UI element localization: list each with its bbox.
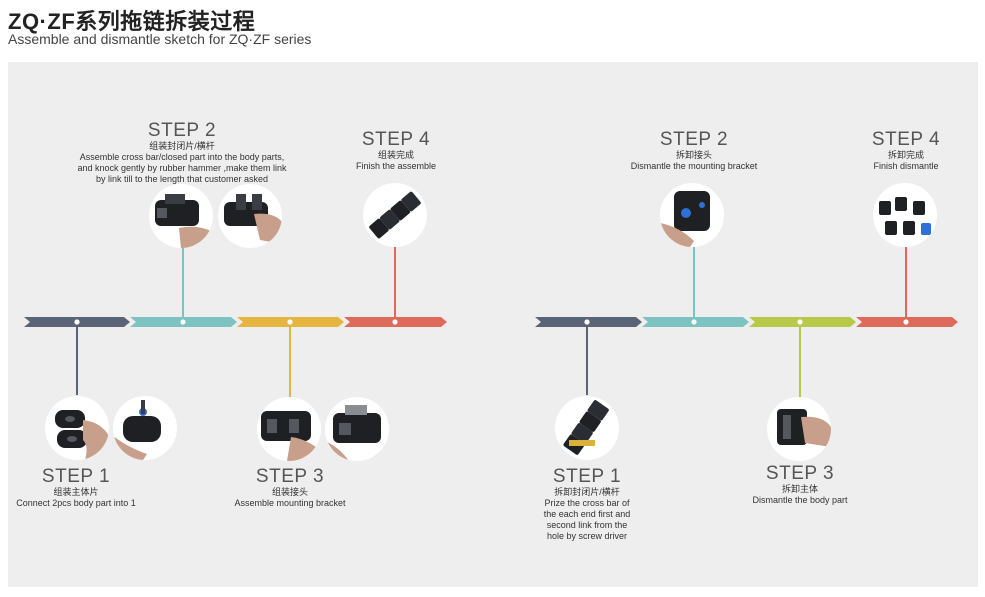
dismantle-step2-block: STEP 2 拆卸接头 Dismantle the mounting brack… [604,130,784,172]
assemble-step1-block: STEP 1 组装主体片 Connect 2pcs body part into… [6,467,146,509]
assemble-step1-photo-a [45,396,109,460]
dismantle-step2-en: Dismantle the mounting bracket [630,161,758,171]
assemble-step4-title: STEP 4 [361,129,431,150]
assemble-node-3 [287,319,293,325]
dismantle-step1-title: STEP 1 [552,466,622,487]
assemble-step3-en: Assemble mounting bracket [234,498,346,508]
assemble-step1-title: STEP 1 [41,466,111,487]
dismantle-step1-cn: 拆卸封闭片/横杆 [554,487,620,497]
dismantle-step4-block: STEP 4 拆卸完成 Finish dismantle [836,130,976,172]
assemble-step1-photo-b [113,396,177,460]
dismantle-step1-en-line1: Prize the cross bar of [544,498,630,508]
assemble-step2-photo-a [149,184,213,248]
assemble-node-1 [74,319,80,325]
dismantle-step2-title: STEP 2 [659,129,729,150]
assemble-step2-title: STEP 2 [147,120,217,141]
assemble-step4-block: STEP 4 组装完成 Finish the assemble [326,130,466,172]
dismantle-step3-photo [767,397,831,461]
dismantle-step4-en: Finish dismantle [873,161,939,171]
dismantle-step3-cn: 拆卸主体 [781,484,818,494]
dismantle-node-1 [584,319,590,325]
assemble-step2-en-line3: by link till to the length that customer… [95,174,269,184]
assemble-step3-title: STEP 3 [255,466,325,487]
dismantle-connector-2 [693,247,695,317]
dismantle-connector-3 [799,327,801,397]
dismantle-step4-title: STEP 4 [871,129,941,150]
assemble-step4-photo [363,183,427,247]
assemble-node-4 [392,319,398,325]
assemble-step3-photo-b [325,397,389,461]
dismantle-step3-block: STEP 3 拆卸主体 Dismantle the body part [730,464,870,506]
dismantle-connector-4 [905,247,907,317]
dismantle-step2-cn: 拆卸接头 [675,150,712,160]
assemble-step2-cn: 组装封闭片/横杆 [149,141,215,151]
assemble-step4-cn: 组装完成 [377,150,414,160]
assemble-connector-3 [289,327,291,397]
assemble-connector-2 [182,247,184,317]
assemble-node-2 [180,319,186,325]
dismantle-step1-en-line4: hole by screw driver [546,531,628,541]
dismantle-step1-photo [555,396,619,460]
assemble-step2-block: STEP 2 组装封闭片/横杆 Assemble cross bar/close… [62,121,302,185]
dismantle-connector-1 [586,327,588,395]
dismantle-step3-en: Dismantle the body part [752,495,848,505]
dismantle-step1-en-line3: second link from the [546,520,628,530]
assemble-connector-1 [76,327,78,395]
assemble-step1-en: Connect 2pcs body part into 1 [16,498,136,508]
page-title-cn: ZQ·ZF系列拖链拆装过程 [8,9,256,34]
assemble-step1-cn: 组装主体片 [53,487,99,497]
assemble-step2-photo-b [218,184,282,248]
assemble-step2-en-line2: and knock gently by rubber hammer ,make … [77,163,287,173]
assemble-connector-4 [394,247,396,317]
page-title-en: Assemble and dismantle sketch for ZQ·ZF … [8,31,312,47]
dismantle-node-4 [903,319,909,325]
dismantle-node-3 [797,319,803,325]
assemble-step2-en-line1: Assemble cross bar/closed part into the … [79,152,285,162]
dismantle-node-2 [691,319,697,325]
assemble-step3-block: STEP 3 组装接头 Assemble mounting bracket [215,467,365,509]
dismantle-step3-title: STEP 3 [765,463,835,484]
assemble-step4-en: Finish the assemble [355,161,437,171]
dismantle-step2-photo [660,183,724,247]
dismantle-step1-block: STEP 1 拆卸封闭片/横杆 Prize the cross bar of t… [527,467,647,542]
dismantle-step4-cn: 拆卸完成 [887,150,924,160]
assemble-step3-photo-a [257,397,321,461]
dismantle-step1-en-line2: the each end first and [543,509,631,519]
assemble-step3-cn: 组装接头 [271,487,308,497]
dismantle-step4-photo [873,183,937,247]
